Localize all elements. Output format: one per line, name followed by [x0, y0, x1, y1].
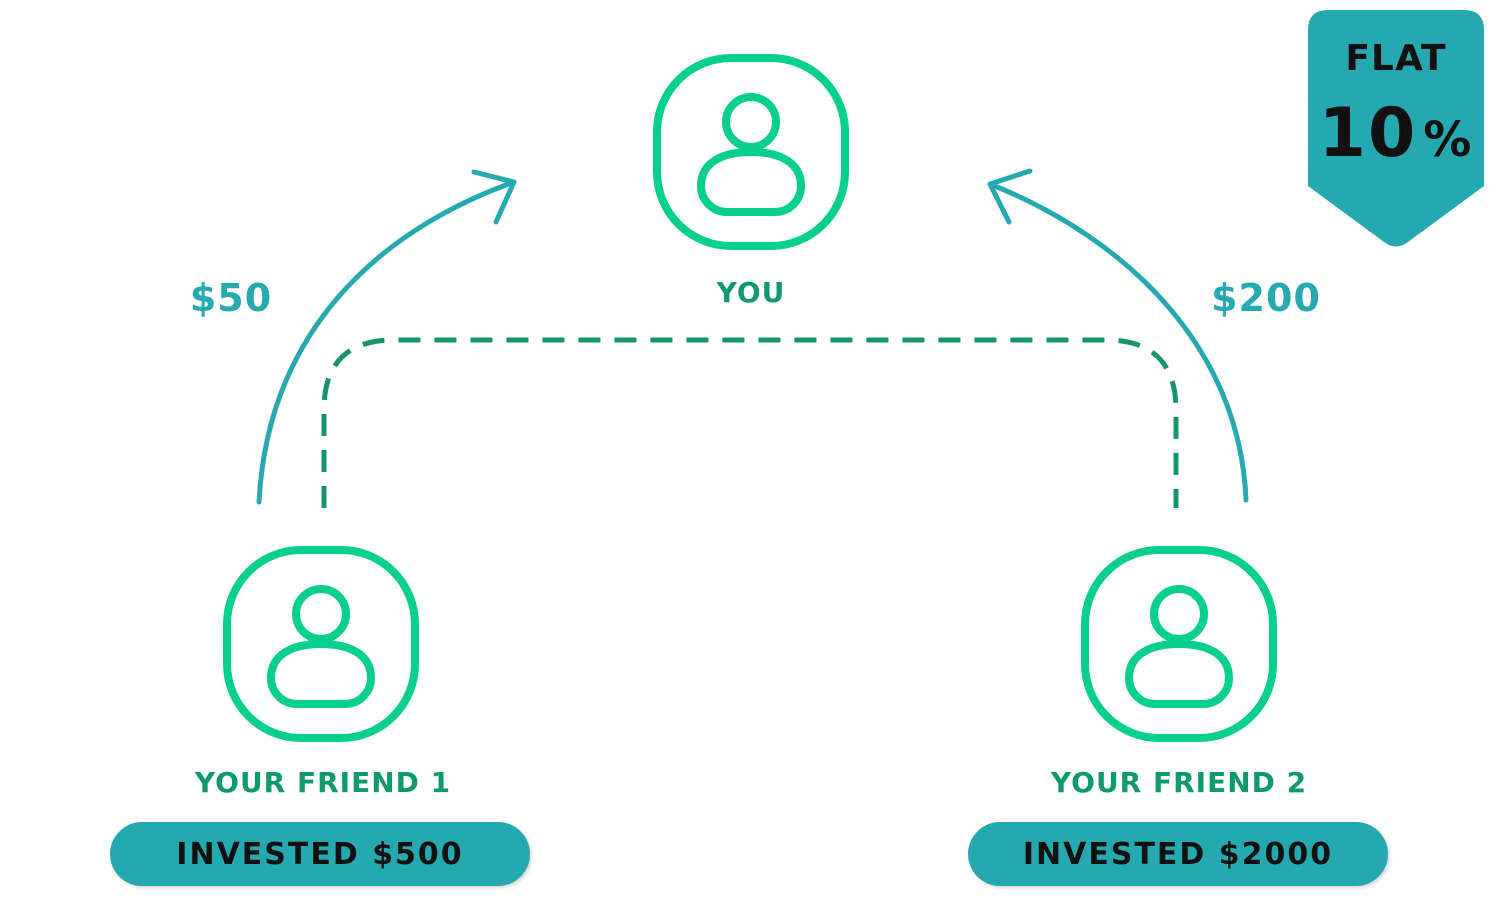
- left-flow-arrow: [256, 179, 517, 505]
- right-arrowhead-icon: [987, 168, 1033, 225]
- friend2-invested-text: INVESTED $2000: [1022, 836, 1334, 872]
- you-label: YOU: [716, 276, 786, 309]
- right-amount-label: $200: [1211, 276, 1321, 320]
- flat-rate-badge: FLAT 10%: [1308, 10, 1484, 250]
- left-arrowhead-icon: [471, 169, 517, 225]
- friend1-invested-text: INVESTED $500: [176, 836, 464, 872]
- dashed-connector: [321, 337, 1179, 508]
- friend2-invested-pill: INVESTED $2000: [968, 822, 1388, 886]
- friend1-label: YOUR FRIEND 1: [194, 766, 452, 799]
- badge-number: 10: [1318, 94, 1418, 173]
- friend2-label: YOUR FRIEND 2: [1050, 766, 1308, 799]
- friend1-user-icon: [227, 550, 415, 738]
- friend1-invested-pill: INVESTED $500: [110, 822, 530, 886]
- right-flow-arrow: [987, 181, 1249, 503]
- badge-percent-sign: %: [1423, 112, 1474, 168]
- badge-flat-text: FLAT: [1345, 38, 1447, 79]
- left-amount-label: $50: [189, 276, 273, 320]
- badge-percent-value: 10%: [1308, 94, 1484, 173]
- you-user-icon: [657, 58, 845, 246]
- friend2-user-icon: [1085, 550, 1273, 738]
